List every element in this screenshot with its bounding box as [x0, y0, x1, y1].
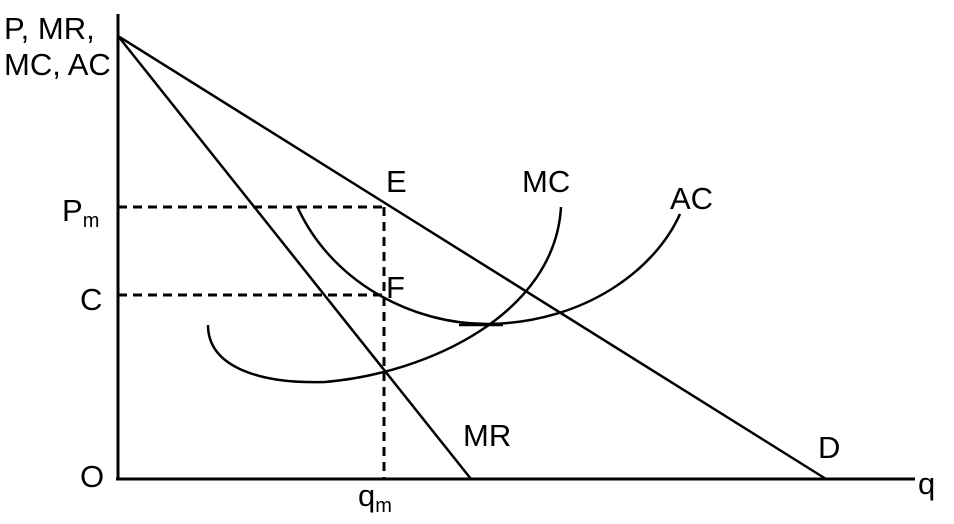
y-axis-title-line2: MC, AC — [4, 47, 111, 82]
mc-curve-label: MC — [522, 164, 571, 199]
point-e-label: E — [386, 164, 407, 199]
point-f-label: F — [386, 270, 405, 305]
y-axis-title: P, MR, MC, AC — [4, 11, 111, 83]
average-cost-curve — [295, 205, 682, 326]
point-d-label: D — [818, 430, 841, 465]
y-axis-title-line1: P, MR, — [4, 11, 95, 46]
demand-line — [117, 34, 827, 481]
quantity-label-subscript: m — [375, 495, 392, 517]
x-axis-title: q — [918, 466, 936, 501]
price-label: Pm — [62, 193, 99, 231]
origin-label: O — [80, 459, 105, 494]
ac-curve-label: AC — [670, 181, 714, 216]
marginal-cost-curve — [206, 206, 563, 384]
quantity-label-main: q — [358, 478, 376, 513]
price-label-subscript: m — [82, 210, 100, 232]
price-label-main: P — [62, 193, 83, 228]
marginal-revenue-line — [117, 35, 472, 480]
mr-curve-label: MR — [463, 418, 512, 453]
quantity-label: qm — [358, 478, 392, 516]
cost-label: C — [80, 282, 103, 317]
